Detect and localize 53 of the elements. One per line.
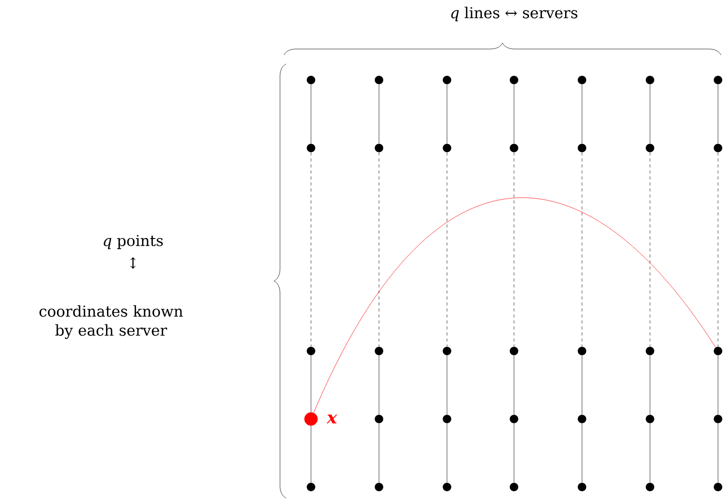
line: [446, 84, 448, 144]
line: [446, 355, 448, 415]
point-dot: [714, 482, 722, 492]
dashed-line: [310, 152, 312, 347]
point-dot: [578, 414, 586, 424]
point-dot: [510, 346, 518, 356]
point-dot: [646, 482, 654, 492]
point-label: x: [326, 414, 338, 424]
dashed-line: [378, 152, 380, 347]
point-dot: [578, 346, 586, 356]
point-dot: [510, 482, 518, 492]
point-dot: [442, 482, 452, 492]
point-dot: [510, 414, 518, 424]
point-dot: [306, 346, 316, 356]
label: ↕: [130, 257, 136, 269]
point-dot: [714, 346, 722, 356]
line: [378, 423, 380, 483]
point-dot: [510, 144, 518, 152]
label: q points: [104, 234, 163, 250]
point-dot: [374, 144, 384, 152]
line: [378, 355, 380, 415]
line: [310, 426, 312, 483]
point-dot: [374, 414, 384, 424]
point-dot: [306, 482, 316, 492]
line: [310, 355, 312, 412]
point-dot: [510, 76, 518, 84]
label: q lines ↔ servers: [451, 6, 578, 22]
point-dot: [578, 144, 586, 152]
point-dot: [646, 76, 654, 84]
point-dot: [714, 414, 722, 424]
point-dot: [306, 144, 316, 152]
point-dot: [646, 144, 654, 152]
point-dot: [646, 346, 654, 356]
point-dot: [442, 346, 452, 356]
dashed-line: [446, 152, 448, 347]
line: [310, 84, 312, 144]
point-dot: [374, 482, 384, 492]
point-dot: [442, 414, 452, 424]
point-dot: [578, 76, 586, 84]
point-dot: [578, 482, 586, 492]
label: coordinates known by each server: [40, 305, 183, 339]
point-dot: [374, 76, 384, 84]
point-dot: [646, 414, 654, 424]
point-dot: [374, 346, 384, 356]
line: [378, 84, 380, 144]
highlighted-point: [304, 412, 318, 426]
point-dot: [306, 76, 316, 84]
point-dot: [714, 144, 722, 152]
point-dot: [714, 76, 722, 84]
line: [446, 423, 448, 483]
point-dot: [442, 76, 452, 84]
point-dot: [442, 144, 452, 152]
curve: [313, 198, 716, 414]
